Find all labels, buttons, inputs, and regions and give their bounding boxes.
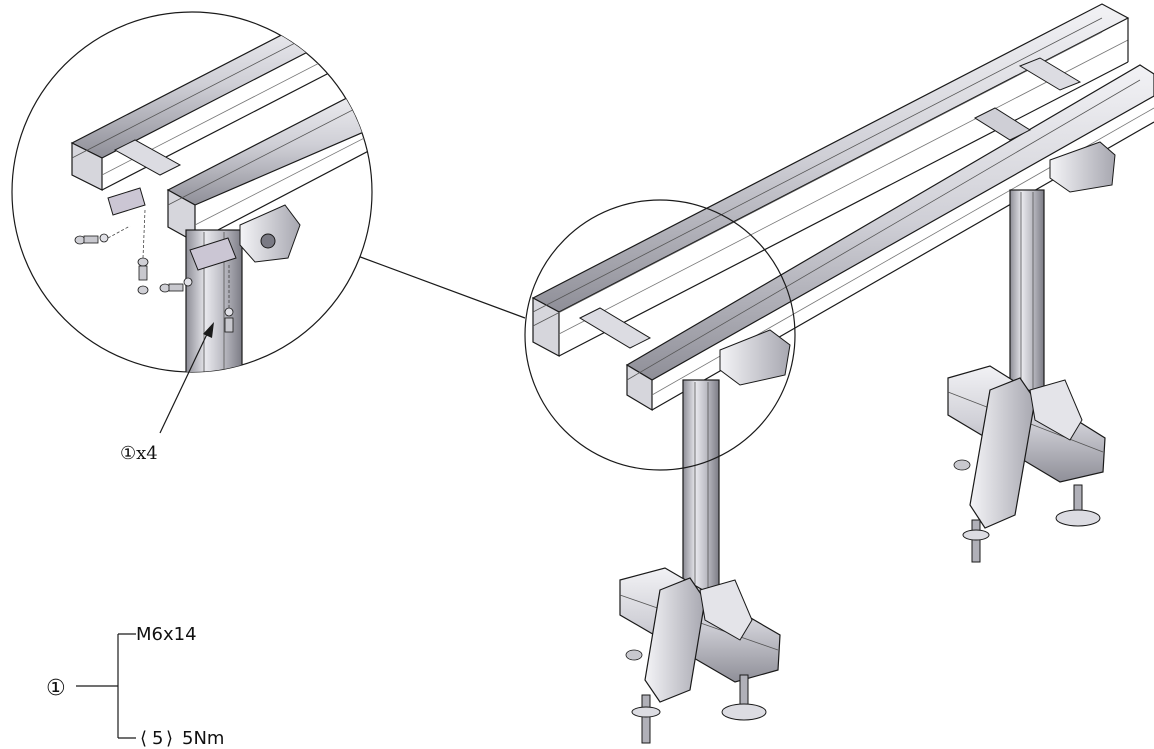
legend-part-id: ① [46,676,66,701]
conveyor-frame [531,3,1154,744]
zoom-leader-line [354,254,526,319]
right-foot [947,365,1106,563]
back-rail [531,3,1130,358]
front-rail [625,64,1154,412]
quantity-callout: ①x4 [120,322,214,464]
zoom-detail [11,11,373,373]
bolt-spec-label: M6x14 [136,624,197,645]
rail-brackets [719,141,1116,386]
left-leg [682,379,720,596]
fastener-legend: ① M6x14 ⟨ 5 ⟩ 5Nm [46,624,224,749]
left-foot [619,567,781,744]
torque-label: 5Nm [182,728,224,749]
bolts [74,233,234,333]
quantity-label: ①x4 [120,443,158,464]
hex-key-icon-close: ⟩ [166,728,173,749]
right-leg [1009,189,1045,401]
tool-size-label: 5 [152,728,163,749]
hex-key-icon: ⟨ [140,728,147,749]
cross-members [578,57,1082,349]
detail-marker-circle [524,199,796,471]
